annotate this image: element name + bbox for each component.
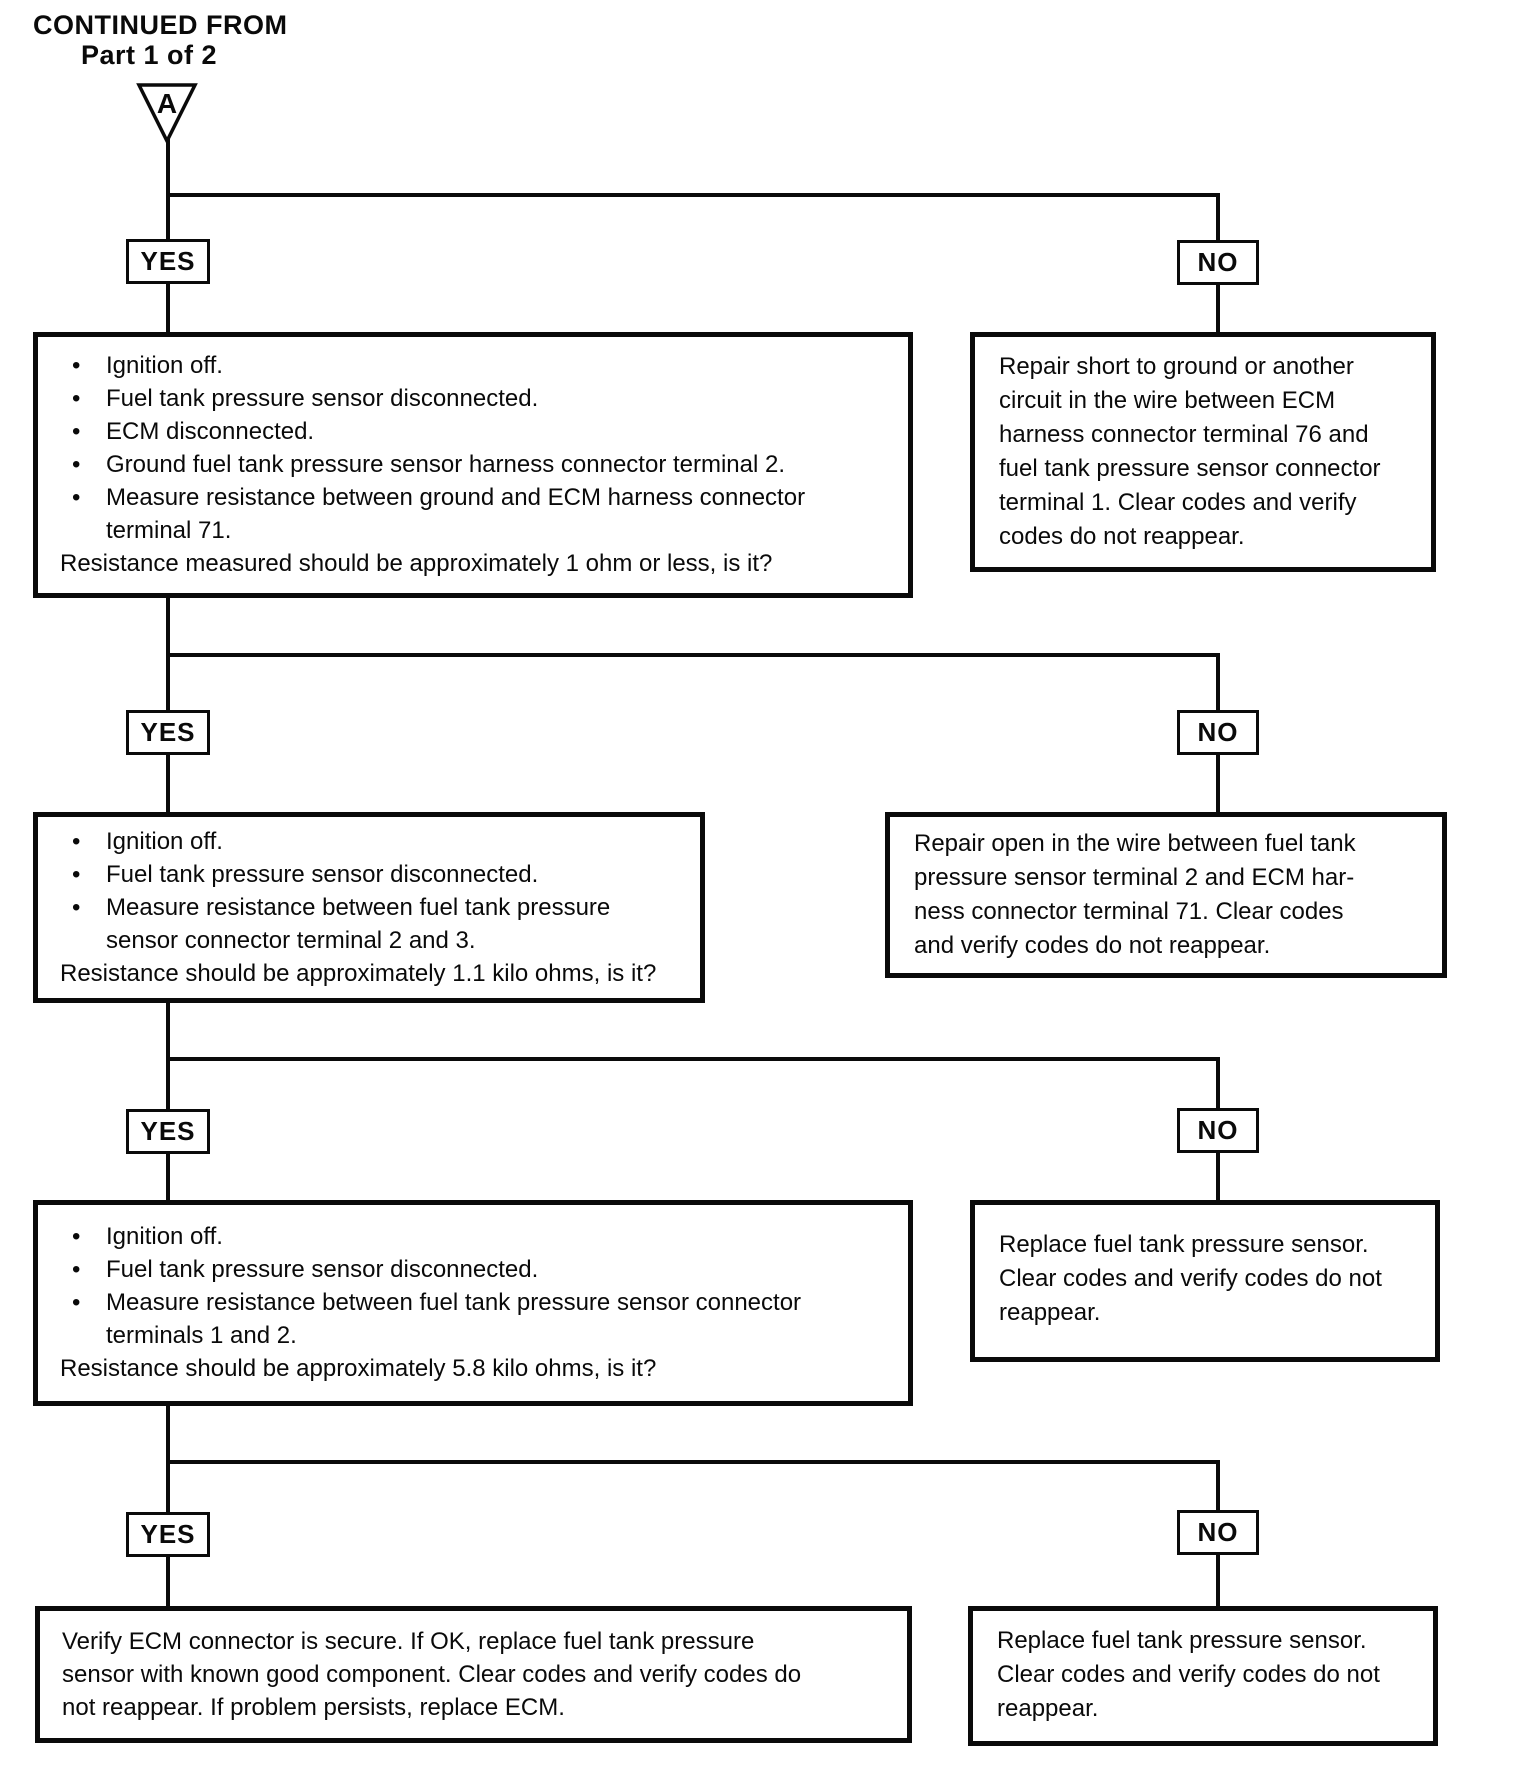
connector-line: [1216, 1151, 1220, 1202]
connector-line: [166, 1151, 170, 1202]
step-bullet: Ignition off.: [72, 825, 678, 858]
connector-line: [166, 1000, 170, 1111]
step-bullet: Measure resistance between fuel tank pre…: [72, 891, 678, 957]
yes-label-tier1: YES: [126, 239, 210, 284]
step-bullet-list: Ignition off. Fuel tank pressure sensor …: [60, 825, 678, 957]
continued-from-header: CONTINUED FROM Part 1 of 2: [33, 10, 287, 70]
action-text: Replace fuel tank pressure sensor. Clear…: [999, 1231, 1382, 1326]
yes-label-tier2: YES: [126, 710, 210, 755]
connector-line: [1216, 283, 1220, 334]
step-bullet: Fuel tank pressure sensor disconnected.: [72, 858, 678, 891]
connector-line: [166, 282, 170, 334]
connector-line: [166, 1057, 1220, 1061]
connector-line: [166, 1553, 170, 1608]
step-bullet: Measure resistance between ground and EC…: [72, 481, 886, 547]
step-question: Resistance should be approximately 1.1 k…: [60, 960, 657, 987]
connector-line: [166, 653, 1220, 657]
continued-from-line2: Part 1 of 2: [81, 40, 218, 70]
no-label-tier1: NO: [1177, 240, 1259, 285]
step-bullet: ECM disconnected.: [72, 415, 886, 448]
connector-line: [166, 753, 170, 814]
step-bullet: Measure resistance between fuel tank pre…: [72, 1286, 886, 1352]
step-box-tier2-yes: Ignition off. Fuel tank pressure sensor …: [33, 812, 705, 1003]
action-box-tier3-no: Replace fuel tank pressure sensor. Clear…: [970, 1200, 1440, 1362]
step-box-tier3-yes: Ignition off. Fuel tank pressure sensor …: [33, 1200, 913, 1406]
continued-from-line1: CONTINUED FROM: [33, 10, 288, 40]
step-bullet-list: Ignition off. Fuel tank pressure sensor …: [60, 1220, 886, 1352]
connector-line: [1216, 653, 1220, 712]
step-question: Resistance measured should be approximat…: [60, 550, 773, 577]
connector-line: [1216, 1460, 1220, 1512]
connector-a-label: A: [157, 88, 177, 119]
action-box-tier4-no: Replace fuel tank pressure sensor. Clear…: [968, 1606, 1438, 1746]
step-bullet-list: Ignition off. Fuel tank pressure sensor …: [60, 349, 886, 547]
no-label-tier3: NO: [1177, 1108, 1259, 1153]
step-bullet: Fuel tank pressure sensor disconnected.: [72, 1253, 886, 1286]
connector-line: [1216, 753, 1220, 814]
step-bullet: Fuel tank pressure sensor disconnected.: [72, 382, 886, 415]
connector-line: [166, 193, 1220, 197]
action-box-tier4-yes: Verify ECM connector is secure. If OK, r…: [35, 1606, 912, 1743]
step-bullet: Ignition off.: [72, 349, 886, 382]
connector-line: [166, 1404, 170, 1514]
connector-line: [1216, 193, 1220, 242]
step-box-tier1-yes: Ignition off. Fuel tank pressure sensor …: [33, 332, 913, 598]
action-box-tier1-no: Repair short to ground or another circui…: [970, 332, 1436, 572]
action-text: Replace fuel tank pressure sensor. Clear…: [997, 1627, 1380, 1722]
yes-label-tier4: YES: [126, 1512, 210, 1557]
step-bullet: Ignition off.: [72, 1220, 886, 1253]
connector-line: [166, 1460, 1220, 1464]
no-label-tier2: NO: [1177, 710, 1259, 755]
action-text: Repair open in the wire between fuel tan…: [914, 830, 1356, 959]
connector-line: [1216, 1553, 1220, 1608]
connector-a-triangle-icon: A: [136, 82, 198, 149]
step-question: Resistance should be approximately 5.8 k…: [60, 1355, 657, 1382]
no-label-tier4: NO: [1177, 1510, 1259, 1555]
yes-label-tier3: YES: [126, 1109, 210, 1154]
action-text: Verify ECM connector is secure. If OK, r…: [62, 1628, 802, 1721]
action-text: Repair short to ground or another circui…: [999, 353, 1381, 550]
connector-line: [1216, 1057, 1220, 1110]
action-box-tier2-no: Repair open in the wire between fuel tan…: [885, 812, 1447, 978]
step-bullet: Ground fuel tank pressure sensor harness…: [72, 448, 886, 481]
connector-line: [166, 138, 170, 241]
